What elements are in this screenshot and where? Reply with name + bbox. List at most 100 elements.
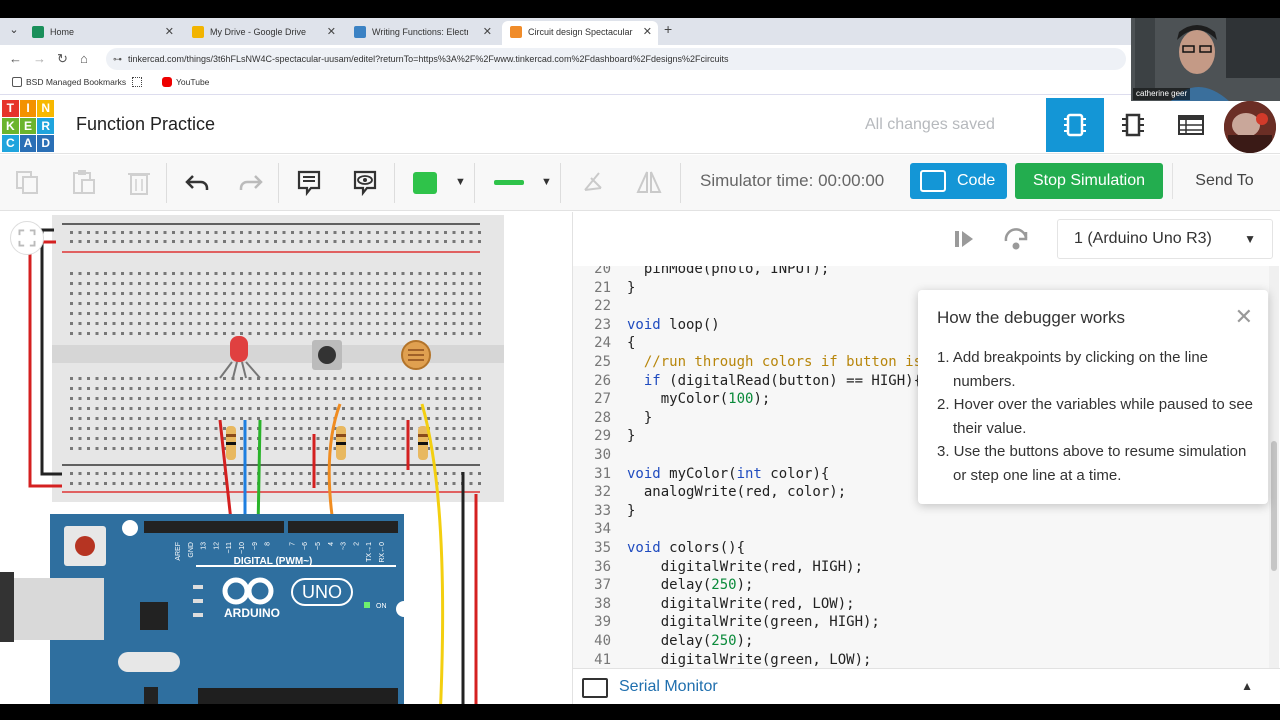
line-number[interactable]: 26 <box>594 372 611 389</box>
code-line[interactable]: 27 myColor(100); <box>573 390 1273 409</box>
serial-monitor-bar[interactable]: Serial Monitor ▲ <box>573 668 1280 706</box>
resistor[interactable] <box>336 426 346 460</box>
code-line[interactable]: 20 pinMode(photo, INPUT); <box>573 266 1273 279</box>
line-number[interactable]: 41 <box>594 651 611 668</box>
url-field[interactable]: ⊶ tinkercad.com/things/3t6hFLsNW4C-spect… <box>106 48 1126 70</box>
line-number[interactable]: 25 <box>594 354 611 370</box>
photoresistor[interactable] <box>401 340 431 370</box>
code-line[interactable]: 36 digitalWrite(red, HIGH); <box>573 558 1273 577</box>
line-number[interactable]: 21 <box>594 279 611 296</box>
circuit-view-button[interactable] <box>1046 98 1104 152</box>
wire-yellow-analog[interactable] <box>420 403 445 720</box>
component-list-button[interactable] <box>1162 98 1220 152</box>
code-line[interactable]: 37 delay(250); <box>573 576 1273 595</box>
stop-simulation-button[interactable]: Stop Simulation <box>1015 163 1163 199</box>
wire-black-rail[interactable] <box>40 228 62 476</box>
resume-button[interactable] <box>949 224 979 254</box>
code-line[interactable]: 34 <box>573 520 1273 539</box>
delete-button[interactable] <box>122 165 156 199</box>
bookmark-youtube[interactable]: YouTube <box>162 77 209 87</box>
board-selector[interactable]: 1 (Arduino Uno R3) ▼ <box>1057 219 1273 259</box>
line-number[interactable]: 31 <box>594 465 611 482</box>
step-over-button[interactable] <box>1001 224 1031 254</box>
browser-tab-circuit-design[interactable]: Circuit design Spectacular Uusam ✕ <box>502 21 658 45</box>
pushbutton[interactable] <box>312 340 342 370</box>
code-line[interactable]: 40 delay(250); <box>573 632 1273 651</box>
line-number[interactable]: 23 <box>594 316 611 333</box>
code-line[interactable]: 32 analogWrite(red, color); <box>573 483 1273 502</box>
wire-red-pin[interactable] <box>218 419 234 531</box>
code-line[interactable]: 29} <box>573 427 1273 446</box>
line-number[interactable]: 30 <box>594 447 611 463</box>
line-number[interactable]: 24 <box>594 335 611 352</box>
line-number[interactable]: 28 <box>594 409 611 426</box>
copy-button[interactable] <box>10 165 44 199</box>
line-number[interactable]: 39 <box>594 614 611 631</box>
rgb-led[interactable] <box>219 336 261 379</box>
line-number[interactable]: 20 <box>594 266 611 277</box>
line-number[interactable]: 32 <box>594 484 611 501</box>
browser-tab-home[interactable]: Home ✕ <box>24 21 180 45</box>
code-line[interactable]: 21} <box>573 279 1273 298</box>
code-line[interactable]: 30 <box>573 446 1273 465</box>
undo-button[interactable] <box>180 165 214 199</box>
toggle-notes-visibility-button[interactable] <box>348 165 382 199</box>
code-line[interactable]: 39 digitalWrite(green, HIGH); <box>573 613 1273 632</box>
code-scrollbar[interactable] <box>1269 266 1279 668</box>
wire-type-swatch[interactable] <box>494 180 524 185</box>
home-icon[interactable]: ⌂ <box>80 51 88 66</box>
close-icon[interactable]: ✕ <box>1234 304 1253 329</box>
bookmark-bsd[interactable]: BSD Managed Bookmarks <box>12 77 126 87</box>
code-line[interactable]: 24{ <box>573 334 1273 353</box>
resistor[interactable] <box>418 426 428 460</box>
rotate-button[interactable] <box>576 165 610 199</box>
notes-button[interactable] <box>292 165 326 199</box>
line-number[interactable]: 37 <box>594 577 611 594</box>
code-line[interactable]: 22 <box>573 297 1273 316</box>
scrollbar-thumb[interactable] <box>1271 441 1277 571</box>
redo-button[interactable] <box>234 165 268 199</box>
line-number[interactable]: 36 <box>594 558 611 575</box>
close-tab-icon[interactable]: ✕ <box>164 26 174 38</box>
new-tab-icon[interactable]: + <box>664 21 673 37</box>
site-info-icon[interactable]: ⊶ <box>113 54 122 64</box>
code-button[interactable]: Code <box>910 163 1007 199</box>
line-number[interactable]: 35 <box>594 540 611 556</box>
fit-view-button[interactable] <box>10 221 44 255</box>
wire-green-pin[interactable] <box>256 419 262 531</box>
line-number[interactable]: 22 <box>594 298 611 315</box>
project-title[interactable]: Function Practice <box>76 114 216 134</box>
apps-grid-icon[interactable] <box>132 77 142 89</box>
close-tab-icon[interactable]: ✕ <box>326 26 336 38</box>
chevron-down-icon[interactable]: ▼ <box>541 176 552 188</box>
code-line[interactable]: 38 digitalWrite(red, LOW); <box>573 595 1273 614</box>
line-number[interactable]: 38 <box>594 595 611 612</box>
resistor[interactable] <box>226 426 236 460</box>
tab-search-icon[interactable]: ⌄ <box>9 24 19 36</box>
wire-orange-pin[interactable] <box>327 403 342 531</box>
paste-button[interactable] <box>66 165 100 199</box>
close-tab-icon[interactable]: ✕ <box>642 26 652 38</box>
browser-tab-drive[interactable]: My Drive - Google Drive ✕ <box>184 21 342 45</box>
chevron-up-icon[interactable]: ▲ <box>1241 679 1253 693</box>
back-icon[interactable]: ← <box>9 51 22 66</box>
line-number[interactable]: 34 <box>594 521 611 538</box>
reload-icon[interactable]: ↻ <box>57 51 68 66</box>
line-number[interactable]: 29 <box>594 428 611 445</box>
line-number[interactable]: 27 <box>594 391 611 408</box>
send-to-button[interactable]: Send To <box>1172 163 1276 199</box>
code-line[interactable]: 33} <box>573 502 1273 521</box>
code-line[interactable]: 41 digitalWrite(green, LOW); <box>573 651 1273 668</box>
close-tab-icon[interactable]: ✕ <box>482 26 492 38</box>
browser-tab-writing-functions[interactable]: Writing Functions: Electrical ✕ <box>346 21 498 45</box>
chevron-down-icon[interactable]: ▼ <box>455 176 466 188</box>
user-avatar[interactable] <box>1224 101 1276 153</box>
forward-icon[interactable]: → <box>33 51 46 66</box>
flip-button[interactable] <box>632 165 666 199</box>
code-line[interactable]: 26 if (digitalRead(button) == HIGH){ <box>573 372 1273 391</box>
